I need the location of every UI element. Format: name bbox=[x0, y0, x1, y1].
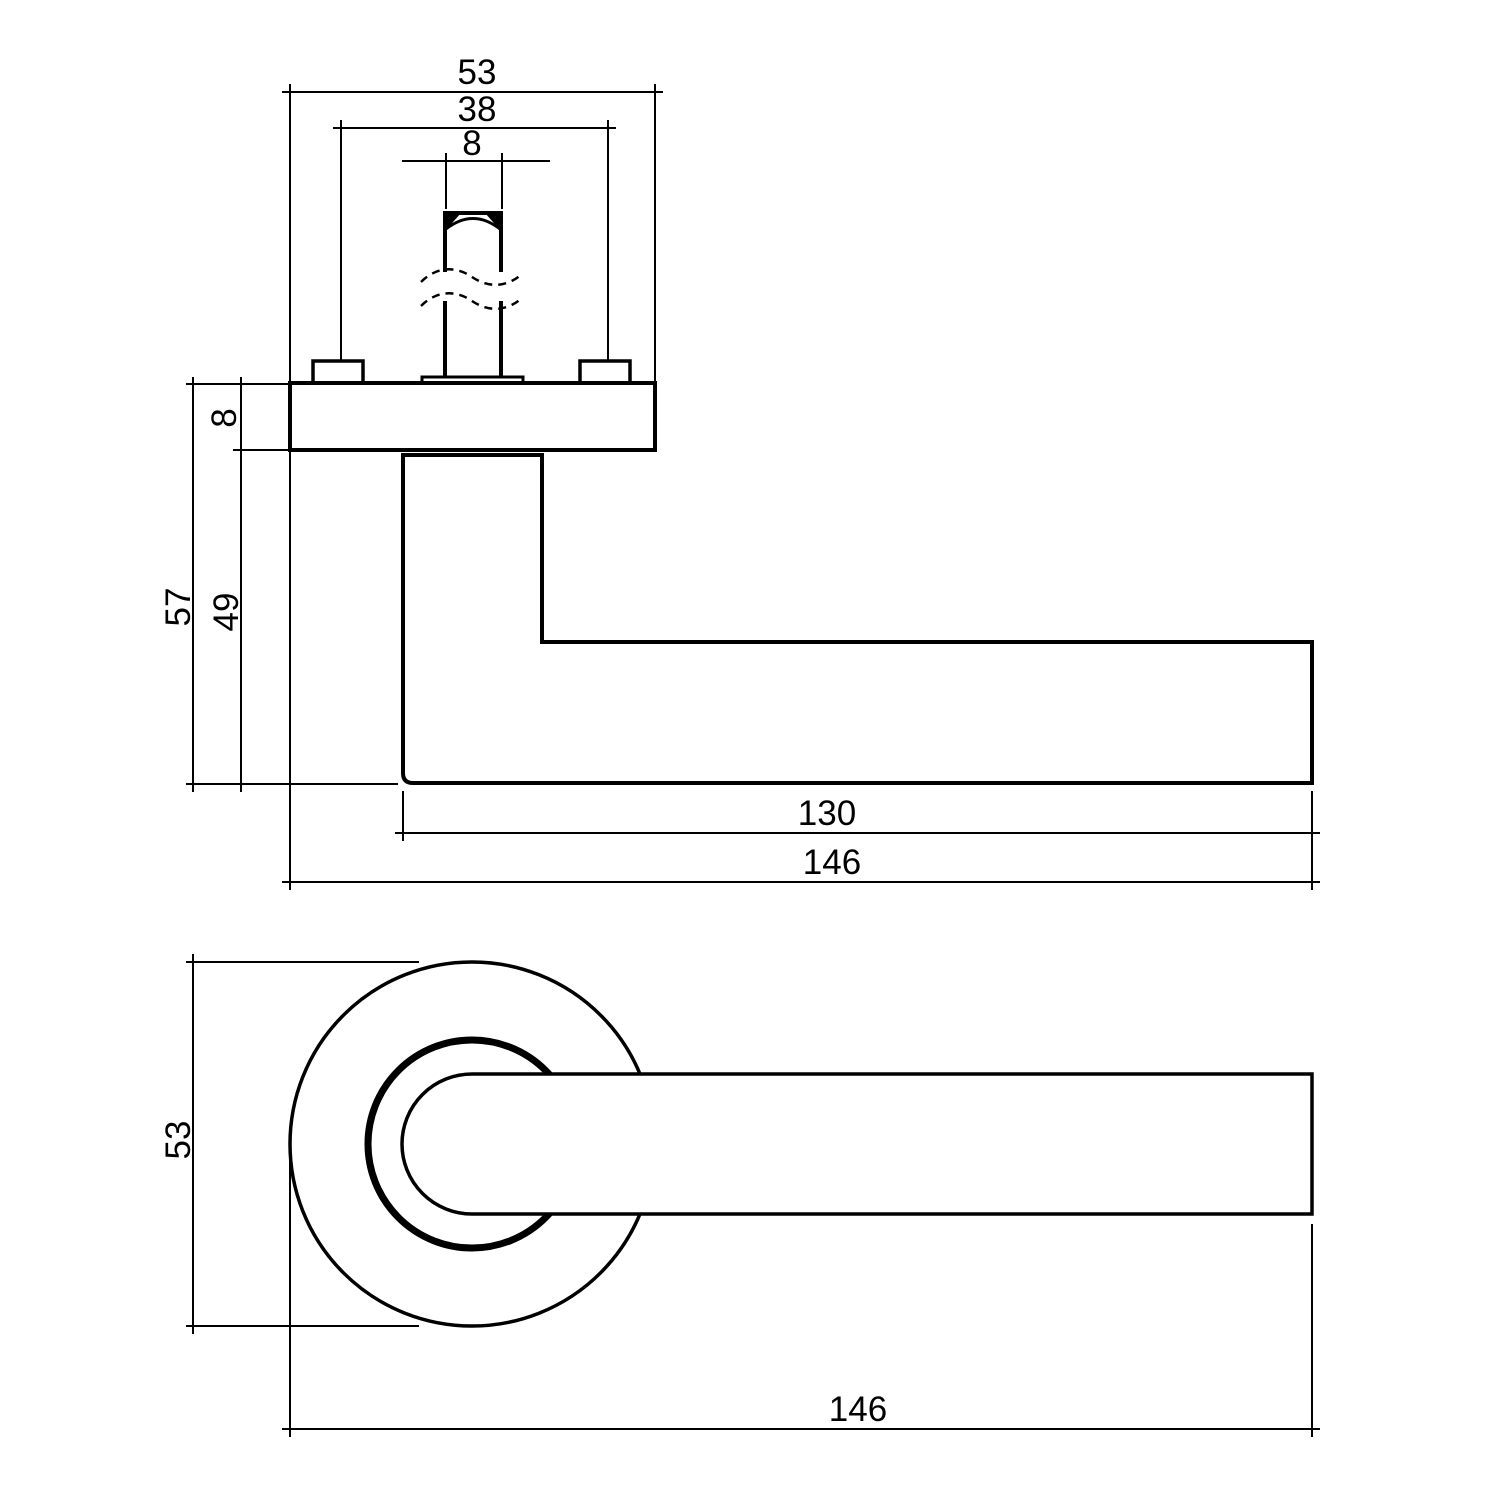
dim-label-overall-length-front: 146 bbox=[829, 1390, 887, 1429]
side-view: 53 38 8 8 57 bbox=[159, 53, 1320, 890]
dim-label-rose-thickness: 8 bbox=[205, 408, 244, 427]
dim-label-overall-depth: 57 bbox=[159, 588, 198, 627]
lever-bar-front bbox=[400, 1072, 1314, 1216]
break-line-upper bbox=[420, 268, 524, 286]
dim-label-lever-length: 130 bbox=[798, 794, 856, 833]
dim-label-rose-width: 53 bbox=[458, 53, 497, 92]
spindle-end-corner-left bbox=[445, 213, 461, 231]
dim-label-overall-length: 146 bbox=[803, 843, 861, 882]
dim-lines-overall-length-front bbox=[282, 1144, 1320, 1437]
dim-lines-rose-diameter bbox=[186, 954, 419, 1334]
dim-label-grip-depth: 49 bbox=[207, 593, 246, 632]
screw-right bbox=[578, 359, 632, 385]
front-view: 53 146 bbox=[159, 954, 1320, 1437]
dim-label-hole-spacing: 38 bbox=[458, 90, 497, 129]
dim-label-spindle-width: 8 bbox=[462, 124, 481, 163]
screw-left bbox=[311, 359, 365, 385]
dim-lines-length-group bbox=[282, 452, 1320, 890]
spindle-end-corner-right bbox=[485, 213, 501, 231]
break-line-lower bbox=[420, 292, 524, 310]
dim-lines-rose-width bbox=[282, 84, 663, 383]
dim-lines-spindle-width bbox=[402, 153, 550, 209]
lever-handle-profile bbox=[401, 453, 1314, 785]
spindle-end-chamfer-arc bbox=[445, 217, 501, 231]
spindle-outline bbox=[443, 211, 503, 377]
dim-lines-hole-spacing bbox=[333, 120, 616, 361]
dim-label-rose-diameter: 53 bbox=[159, 1121, 198, 1160]
rose-plate bbox=[288, 381, 657, 452]
dim-lines-depth-group bbox=[186, 377, 398, 792]
